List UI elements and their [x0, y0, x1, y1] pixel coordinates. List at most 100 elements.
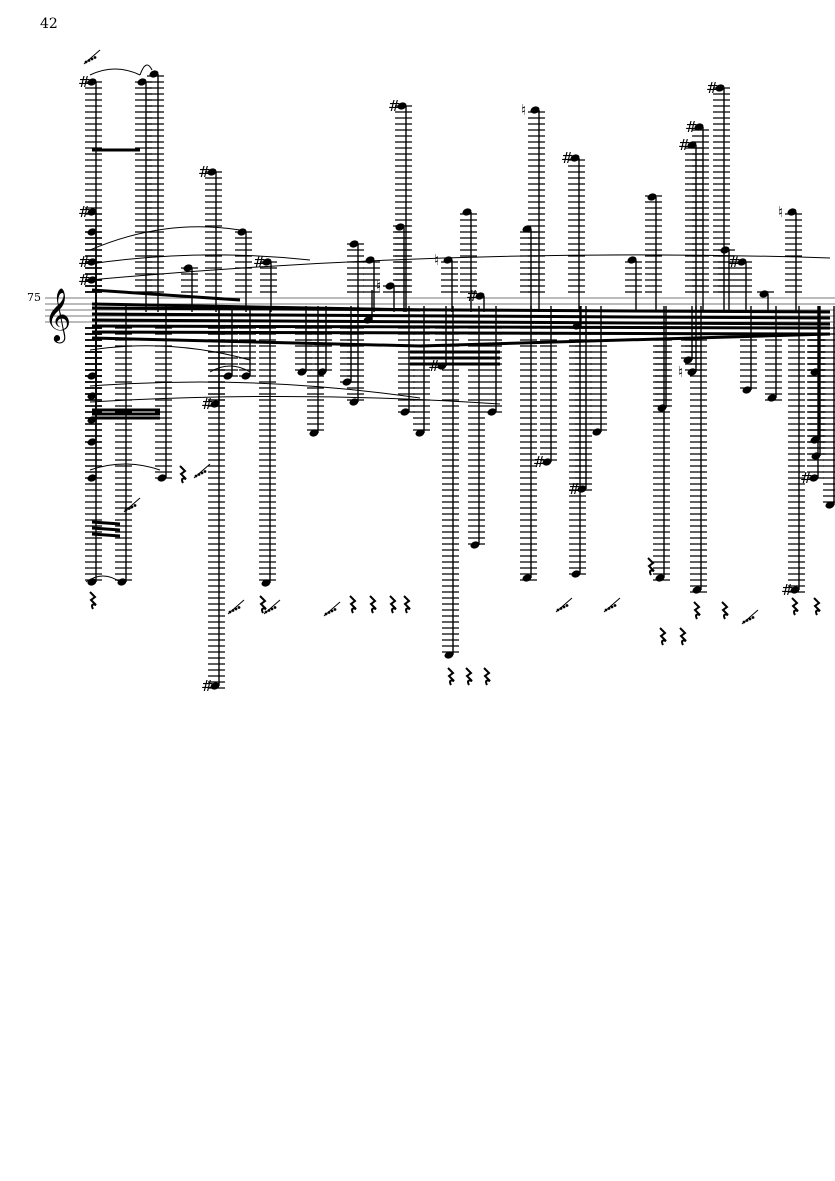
quarter-rest-icon: [369, 595, 377, 614]
grace-note-dot: [270, 607, 274, 611]
notehead: [395, 223, 405, 231]
slur: [85, 575, 121, 583]
sharp-icon: #: [561, 149, 574, 167]
notehead: [522, 574, 532, 582]
grace-note-dot: [130, 505, 134, 509]
treble-clef-icon: 𝄞: [44, 287, 71, 343]
quarter-rest-icon: [721, 601, 729, 620]
quarter-rest-icon: [89, 591, 97, 610]
notehead: [87, 474, 97, 482]
grace-note-dot: [613, 604, 617, 607]
grace-note-stroke: [263, 599, 281, 615]
quarter-rest-icon: [179, 465, 187, 484]
notehead: [157, 474, 167, 482]
notehead: [87, 228, 97, 236]
sharp-icon: #: [198, 163, 211, 181]
slurs: [85, 64, 831, 583]
beam: [91, 318, 831, 326]
notehead: [767, 394, 777, 402]
grace-note-dot: [333, 608, 337, 611]
sharp-icon: #: [706, 79, 719, 97]
quarter-rest-icon: [813, 597, 821, 616]
notehead: [349, 398, 359, 406]
notehead: [470, 541, 480, 549]
notehead: [577, 485, 587, 493]
notehead: [87, 208, 97, 216]
sharp-icon: #: [428, 357, 441, 375]
notehead: [87, 372, 97, 380]
notehead: [683, 356, 693, 364]
notehead: [647, 193, 657, 201]
notehead: [737, 258, 747, 266]
sharp-icon: #: [728, 253, 741, 271]
sharp-icon: #: [78, 203, 91, 221]
notehead: [342, 378, 352, 386]
grace-note-dot: [565, 604, 569, 607]
slur: [89, 254, 311, 265]
natural-icon: ♮: [376, 277, 381, 295]
grace-note-dot: [133, 504, 137, 507]
notehead: [570, 154, 580, 162]
notehead: [444, 651, 454, 659]
notehead: [261, 579, 271, 587]
sharp-icon: #: [533, 453, 546, 471]
notehead: [462, 208, 472, 216]
notehead: [385, 282, 395, 290]
measure-number: 75: [27, 291, 41, 304]
sharp-icon: #: [201, 395, 214, 413]
quarter-rest-icon: [659, 627, 667, 646]
notehead: [87, 392, 97, 400]
natural-icon: ♮: [778, 203, 783, 221]
sharp-icon: #: [78, 73, 91, 91]
grace-note-dot: [200, 471, 204, 475]
quarter-rest-icon: [447, 667, 455, 686]
sharp-icon: #: [685, 118, 698, 136]
notehead: [363, 316, 373, 324]
quarter-rest-icon: [679, 627, 687, 646]
notehead: [811, 452, 821, 460]
notehead: [87, 438, 97, 446]
sharp-icon: #: [800, 469, 813, 487]
grace-note-dot: [610, 605, 614, 609]
grace-note-dot: [234, 607, 238, 611]
quarter-rest-icon: [693, 601, 701, 620]
sharp-icon: #: [78, 253, 91, 271]
notehead: [522, 225, 532, 233]
quarter-rest-icon: [389, 595, 397, 614]
notehead: [309, 429, 319, 437]
grace-note-dot: [203, 470, 207, 473]
notehead: [149, 70, 159, 78]
quarter-rest-icon: [791, 597, 799, 616]
notehead: [694, 123, 704, 131]
notehead: [210, 400, 220, 408]
grace-note-dot: [237, 606, 241, 609]
notehead: [475, 292, 485, 300]
notehead: [692, 586, 702, 594]
beam: [91, 312, 831, 320]
slur: [89, 345, 251, 361]
notehead: [241, 372, 251, 380]
quarter-rest-icon: [483, 667, 491, 686]
slur: [139, 64, 153, 76]
notehead: [397, 102, 407, 110]
notehead: [825, 501, 835, 509]
notehead: [655, 574, 665, 582]
grace-note-stroke: [323, 601, 341, 617]
notehead: [207, 168, 217, 176]
ledger-lines: [85, 75, 835, 689]
sharp-icon: #: [781, 581, 794, 599]
beam: [91, 306, 831, 314]
stems: [95, 74, 835, 686]
beam: [419, 332, 831, 348]
notehead: [87, 578, 97, 586]
slur: [89, 395, 501, 405]
grace-note-dot: [562, 605, 566, 609]
notehead: [542, 458, 552, 466]
beam: [91, 336, 421, 348]
notehead: [627, 256, 637, 264]
natural-icon: ♮: [434, 251, 439, 269]
notehead: [183, 264, 193, 272]
notehead: [400, 408, 410, 416]
notehead: [759, 290, 769, 298]
